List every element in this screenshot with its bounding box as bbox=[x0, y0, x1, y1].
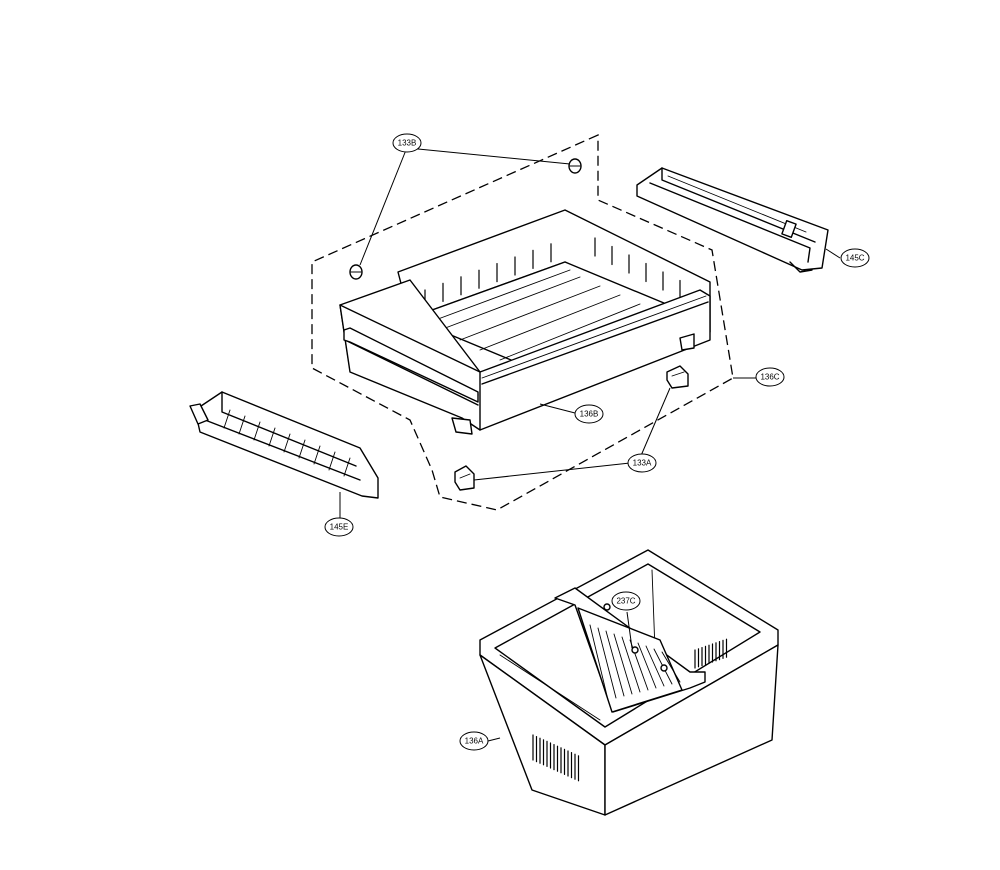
hatch-line bbox=[223, 409, 231, 429]
callout-133a-label: 133A bbox=[633, 459, 652, 468]
callout-136a: 136A bbox=[459, 731, 489, 751]
hatch-line bbox=[313, 445, 321, 465]
cap-133b-top bbox=[568, 158, 582, 174]
hatch-line bbox=[283, 433, 291, 453]
hatch-line bbox=[253, 421, 261, 441]
leader-lines bbox=[339, 147, 841, 742]
callout-133a: 133A bbox=[627, 453, 657, 473]
hatch-line bbox=[613, 633, 633, 695]
drawer-136b-part bbox=[339, 209, 711, 435]
callout-145c-label: 145C bbox=[845, 254, 864, 263]
rail-145c-part bbox=[636, 167, 829, 273]
hatch-line bbox=[298, 439, 306, 459]
callout-145e-label: 145E bbox=[330, 523, 349, 532]
cap-133b-left bbox=[349, 264, 363, 280]
callout-136c: 136C bbox=[755, 367, 785, 387]
hatch-line bbox=[328, 451, 336, 471]
callout-237c: 237C bbox=[611, 591, 641, 611]
callout-145e: 145E bbox=[324, 517, 354, 537]
callout-145c: 145C bbox=[840, 248, 870, 268]
callout-136a-label: 136A bbox=[465, 737, 484, 746]
cap-133a-right bbox=[666, 365, 689, 389]
assembly-boundary bbox=[311, 134, 734, 511]
callout-133b: 133B bbox=[392, 133, 422, 153]
cap-133a-left bbox=[454, 465, 475, 491]
hatch-line bbox=[637, 642, 657, 689]
hatch-line bbox=[589, 624, 609, 701]
hatch-line bbox=[597, 627, 617, 699]
hatch-line bbox=[605, 630, 625, 697]
callout-133b-label: 133B bbox=[398, 139, 417, 148]
rail-145e-part bbox=[189, 391, 379, 499]
hatch-line bbox=[238, 415, 246, 435]
hatch-line bbox=[661, 651, 681, 683]
callout-237c-label: 237C bbox=[616, 597, 635, 606]
callout-136b: 136B bbox=[574, 404, 604, 424]
callout-136c-label: 136C bbox=[760, 373, 779, 382]
hatch-line bbox=[621, 636, 641, 693]
callout-136b-label: 136B bbox=[580, 410, 599, 419]
hatch-line bbox=[645, 645, 665, 687]
hatch-line bbox=[268, 427, 276, 447]
hatch-line bbox=[343, 457, 351, 477]
bin-136a-part bbox=[479, 549, 779, 816]
